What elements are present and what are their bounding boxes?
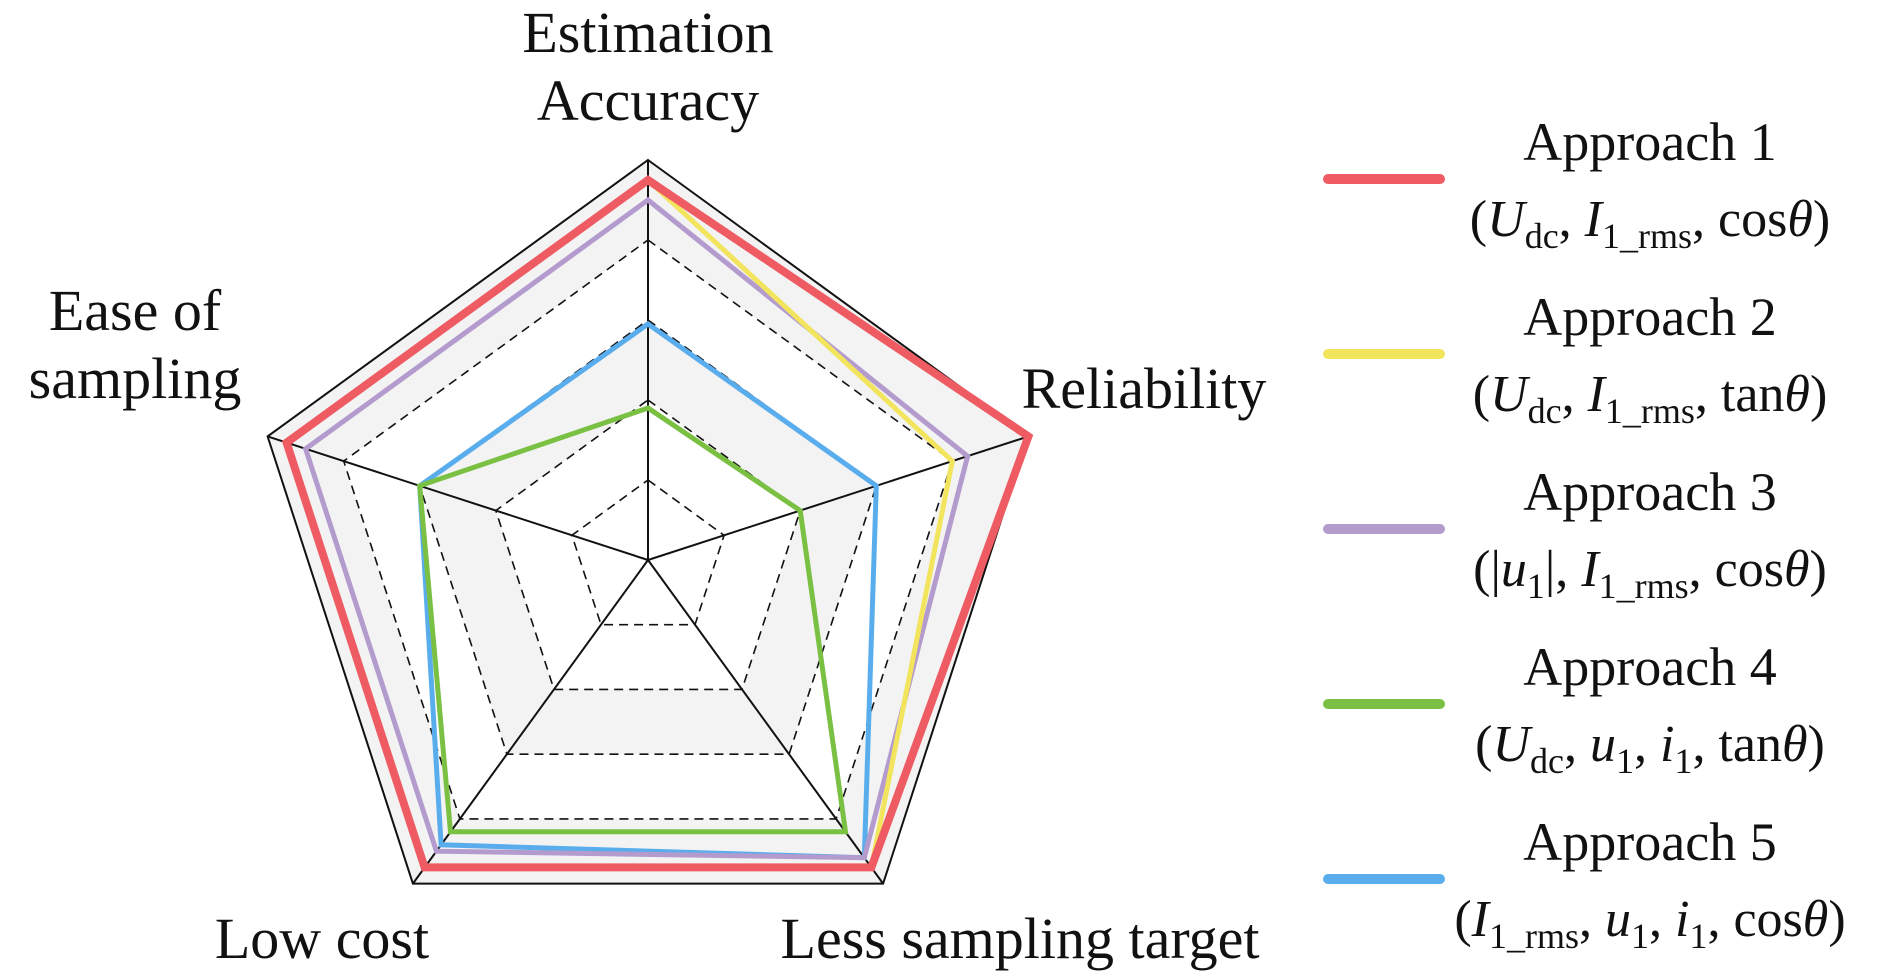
series-approach-3 bbox=[302, 196, 971, 861]
legend-params: (Udc, u1, i1, tanθ) bbox=[1475, 716, 1825, 781]
legend-entry-approach-2: Approach 2 (Udc, I1_rms, tanθ) bbox=[1323, 287, 1828, 431]
legend-label: Approach 3 bbox=[1523, 462, 1776, 522]
series-approach-1 bbox=[281, 175, 1034, 872]
legend-params: (Udc, I1_rms, tanθ) bbox=[1473, 366, 1828, 431]
legend-label: Approach 5 bbox=[1523, 812, 1776, 872]
axis-label-less-sampling: Less sampling target bbox=[781, 906, 1260, 971]
spoke-ease-sampling bbox=[267, 435, 649, 561]
legend-params: (I1_rms, u1, i1, cosθ) bbox=[1454, 891, 1845, 956]
series-approach-5 bbox=[417, 320, 879, 861]
legend-entry-approach-1: Approach 1 (Udc, I1_rms, cosθ) bbox=[1323, 112, 1830, 256]
legend-label: Approach 4 bbox=[1523, 637, 1776, 697]
legend-params: (Udc, I1_rms, cosθ) bbox=[1470, 191, 1830, 256]
axis-label-reliability: Reliability bbox=[1022, 356, 1267, 421]
legend: Approach 1 (Udc, I1_rms, cosθ) Approach 2 (… bbox=[1323, 112, 1846, 956]
grid-ring-4 bbox=[342, 239, 954, 820]
legend-entry-approach-4: Approach 4 (Udc, u1, i1, tanθ) bbox=[1323, 637, 1825, 781]
series-approach-4 bbox=[417, 405, 849, 835]
axis-label-low-cost: Low cost bbox=[215, 906, 429, 971]
legend-entry-approach-5: Approach 5 (I1_rms, u1, i1, cosθ) bbox=[1323, 812, 1846, 956]
data-series bbox=[281, 175, 1034, 872]
grid-ring-1 bbox=[570, 479, 726, 626]
legend-label: Approach 1 bbox=[1523, 112, 1776, 172]
legend-entry-approach-3: Approach 3 (|u1|, I1_rms, cosθ) bbox=[1323, 462, 1827, 606]
legend-params: (|u1|, I1_rms, cosθ) bbox=[1473, 541, 1827, 606]
legend-label: Approach 2 bbox=[1523, 287, 1776, 347]
